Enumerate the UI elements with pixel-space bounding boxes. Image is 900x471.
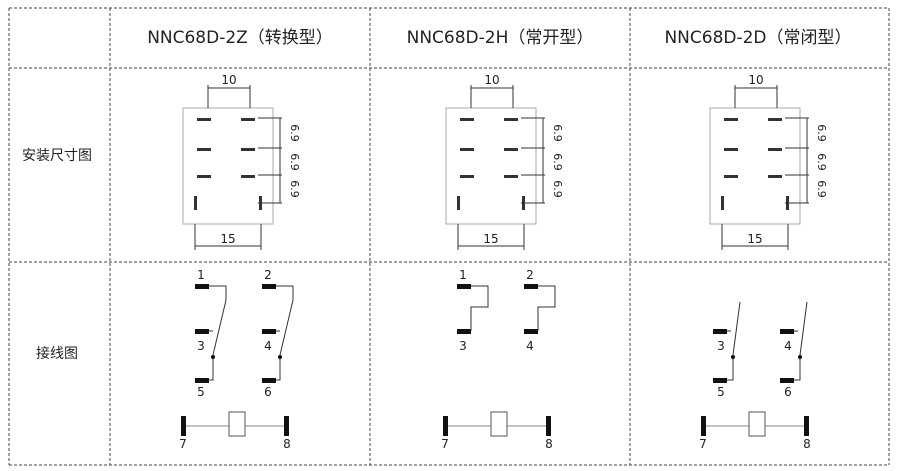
pin-label: 7 [699, 437, 707, 451]
dim-top-2h: 10 [484, 73, 499, 87]
wiring-diagram-2z: 1 2 3 4 5 6 7 8 [179, 268, 294, 451]
header-2z: NNC68D-2Z（转换型） [147, 28, 333, 48]
dim-side-2h-2: 6.9 [551, 153, 564, 171]
header-2h: NNC68D-2H（常开型） [407, 28, 594, 48]
pin-label: 4 [264, 339, 272, 353]
pin-label: 2 [526, 268, 534, 282]
pin-label: 8 [283, 437, 291, 451]
pin-slots [457, 118, 525, 210]
dim-side-2z-3: 6.9 [288, 180, 301, 198]
pin-label: 1 [459, 268, 467, 282]
table-grid [8, 7, 890, 466]
dim-side-2d-3: 6.9 [815, 180, 828, 198]
header-2d: NNC68D-2D（常闭型） [664, 28, 851, 48]
dim-side-2h-1: 6.9 [551, 124, 564, 142]
pin-label: 6 [264, 385, 272, 399]
dim-bottom-2h: 15 [483, 232, 498, 246]
pin-slots [721, 118, 789, 210]
pin-label: 3 [197, 339, 205, 353]
pin-label: 2 [264, 268, 272, 282]
pin-slots [194, 118, 262, 210]
mounting-diagram-2d: 10 15 6.9 6.9 6.9 [709, 73, 828, 250]
pin-label: 4 [784, 339, 792, 353]
pin-label: 7 [441, 437, 449, 451]
row-label-wiring: 接线图 [36, 345, 78, 362]
pin-label: 6 [784, 385, 792, 399]
dim-side-2d-1: 6.9 [815, 124, 828, 142]
pin-label: 3 [459, 339, 467, 353]
pin-label: 8 [803, 437, 811, 451]
dim-side-2z-1: 6.9 [288, 124, 301, 142]
pin-label: 1 [197, 268, 205, 282]
dim-top-2d: 10 [748, 73, 763, 87]
dim-top-2z: 10 [221, 73, 236, 87]
mounting-diagram-2z: 10 15 6.9 6.9 6.9 [182, 73, 301, 250]
pin-label: 8 [545, 437, 553, 451]
dim-bottom-2d: 15 [747, 232, 762, 246]
pin-label: 7 [179, 437, 187, 451]
dim-side-2z-2: 6.9 [288, 153, 301, 171]
dim-bottom-2z: 15 [220, 232, 235, 246]
row-label-mount: 安装尺寸图 [22, 148, 92, 164]
mounting-diagram-2h: 10 15 6.9 6.9 6.9 [445, 73, 564, 250]
pin-label: 5 [717, 385, 725, 399]
wiring-diagram-2d: 3 4 5 6 7 8 [699, 301, 811, 451]
dim-side-2h-3: 6.9 [551, 180, 564, 198]
pin-label: 4 [526, 339, 534, 353]
wiring-diagram-2h: 1 2 3 4 7 8 [441, 268, 556, 451]
pin-label: 3 [717, 339, 725, 353]
dim-side-2d-2: 6.9 [815, 153, 828, 171]
pin-label: 5 [197, 385, 205, 399]
